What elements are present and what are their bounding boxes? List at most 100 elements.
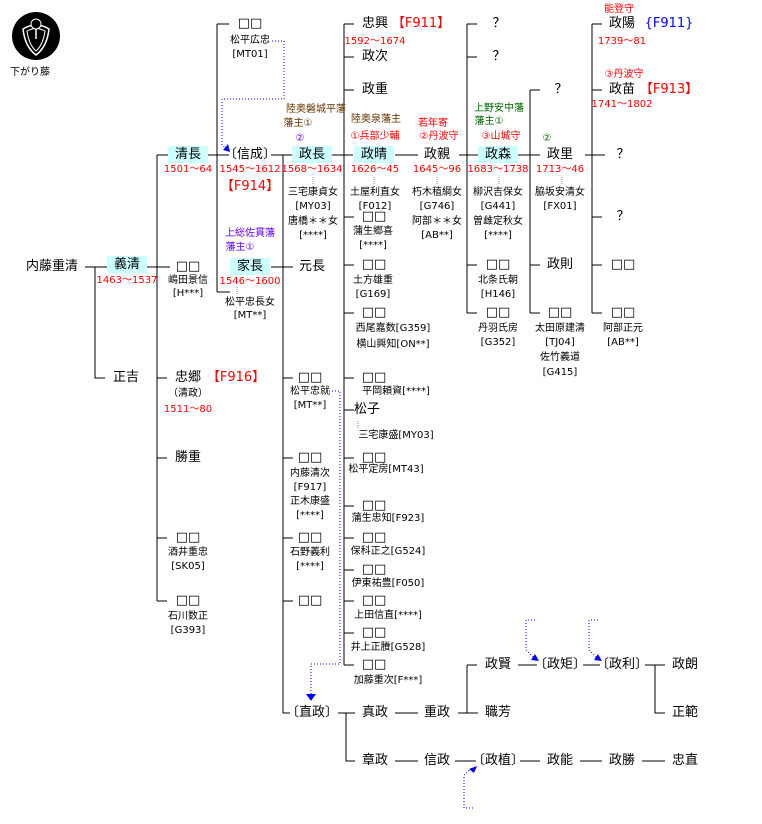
note: 松平定房[MT43]: [348, 464, 424, 475]
note: 蒲生忠知[F923]: [351, 513, 425, 524]
note: 内藤清次: [290, 468, 330, 479]
note: 横山興知[ON**]: [356, 339, 430, 350]
note: 土方雄重: [353, 275, 393, 286]
code: [****]: [484, 230, 512, 241]
person-masakatsu: 政勝: [608, 753, 636, 768]
note: 丹羽氏房: [478, 323, 518, 334]
person-unknown: ？: [492, 49, 506, 64]
code: [****]: [296, 561, 324, 572]
title: 陸奥泉藩主: [351, 114, 401, 125]
note: 三宅康盛[MY03]: [358, 430, 434, 441]
dates: 1713～46: [535, 164, 585, 175]
dates: 1592～1674: [344, 36, 406, 47]
person-unknown: □□: [361, 370, 387, 385]
code: [G441]: [480, 201, 516, 212]
person-masaharu: 政晴: [353, 146, 395, 163]
code: [****]: [299, 230, 327, 241]
spouse: 阿部＊＊女: [412, 216, 462, 227]
spouse: 脇坂安清女: [535, 187, 585, 198]
title: ③山城守: [481, 131, 521, 142]
person-unknown: □□: [297, 370, 323, 385]
person-katsushige: 勝重: [174, 450, 202, 465]
person-masachika: 政親: [423, 147, 451, 162]
person-tadasato: 忠郷: [174, 370, 202, 385]
title: 上総佐貫藩: [225, 228, 275, 239]
title: 若年寄: [418, 118, 448, 129]
title: 藩主①: [474, 116, 504, 127]
spouse: 朽木稙綱女: [412, 187, 462, 198]
person-masanori3: 正範: [671, 705, 699, 720]
code: [H146]: [480, 289, 516, 300]
person-masakata: 政賢: [484, 657, 512, 672]
person-masatsugu: 政次: [361, 49, 389, 64]
title: 藩主①: [283, 118, 313, 129]
person-unknown: □□: [610, 257, 636, 272]
person-masayoshi: 正吉: [112, 370, 140, 385]
person-masayoshi2: 政能: [546, 753, 574, 768]
ref: 【F914】: [220, 179, 280, 194]
dates: 1741～1802: [591, 99, 653, 110]
dates: 1645～96: [412, 164, 462, 175]
person-motoyoshi: 職芳: [484, 705, 512, 720]
spouse: 三宅康貞女: [288, 187, 338, 198]
spouse: 曽雌定秋女: [473, 216, 523, 227]
note: 石川数正: [168, 611, 208, 622]
spouse: 柳沢吉保女: [473, 187, 523, 198]
person-masashige: 政重: [361, 82, 389, 97]
spouse: 土屋利直女: [350, 187, 400, 198]
person-unknown: □□: [547, 305, 573, 320]
note: 嶋田景信: [168, 275, 208, 286]
note: 加藤重次[F***]: [353, 675, 423, 686]
note: 蒲生郷喜: [353, 226, 393, 237]
code: [MT01]: [232, 49, 268, 60]
person-masamitsu: 政苗: [608, 82, 636, 97]
person-nobunari: 〔信成〕: [223, 147, 277, 162]
person-unknown: □□: [361, 593, 387, 608]
person-masanori2: 〔政矩〕: [533, 657, 587, 672]
person-unknown: □□: [175, 530, 201, 545]
note: 阿部正元: [603, 323, 643, 334]
person-masamori: 政森: [477, 146, 519, 163]
title: ①兵部少輔: [350, 131, 400, 142]
person-unknown: ？: [616, 147, 630, 162]
ref: 【F916】: [206, 370, 266, 385]
person-unknown: ？: [554, 82, 568, 97]
person-unknown: ？: [492, 16, 506, 31]
dates: 1626～45: [350, 164, 400, 175]
person-unknown: □□: [297, 593, 323, 608]
code: [G352]: [480, 337, 516, 348]
note: 井上正賸[G528]: [350, 642, 426, 653]
ref: 【F911】: [391, 16, 451, 31]
note: 上田信直[****]: [354, 610, 422, 621]
person-unknown: □□: [361, 257, 387, 272]
order: ②: [542, 133, 552, 144]
person-unknown: □□: [485, 257, 511, 272]
dates: 1501～64: [163, 164, 213, 175]
note: 佐竹義道: [540, 352, 580, 363]
title: ③丹波守: [604, 69, 644, 80]
person-unknown: □□: [175, 593, 201, 608]
code: [G415]: [542, 367, 578, 378]
person-unknown: □□: [237, 16, 263, 31]
person-unknown: □□: [361, 625, 387, 640]
code: [FX01]: [543, 201, 577, 212]
person-unknown: ？: [616, 209, 630, 224]
person-unknown: □□: [361, 657, 387, 672]
order: ②: [295, 133, 305, 144]
person-shigekiyo: 内藤重清: [25, 259, 79, 274]
person-nobumasa: 信政: [423, 753, 451, 768]
person-unknown: □□: [361, 530, 387, 545]
person-motonaga: 元長: [298, 259, 326, 274]
crest-label: 下がり藤: [10, 67, 50, 78]
code: [MT**]: [233, 310, 267, 321]
person-masaaki: 政朗: [671, 657, 699, 672]
note: 石野義利: [290, 547, 330, 558]
code: [****]: [359, 240, 387, 251]
title: 藩主①: [225, 242, 255, 253]
spouse: 唐橋＊＊女: [288, 216, 338, 227]
code: [G746]: [419, 201, 455, 212]
code: [H***]: [172, 288, 204, 299]
ref: 【F913】: [639, 82, 699, 97]
